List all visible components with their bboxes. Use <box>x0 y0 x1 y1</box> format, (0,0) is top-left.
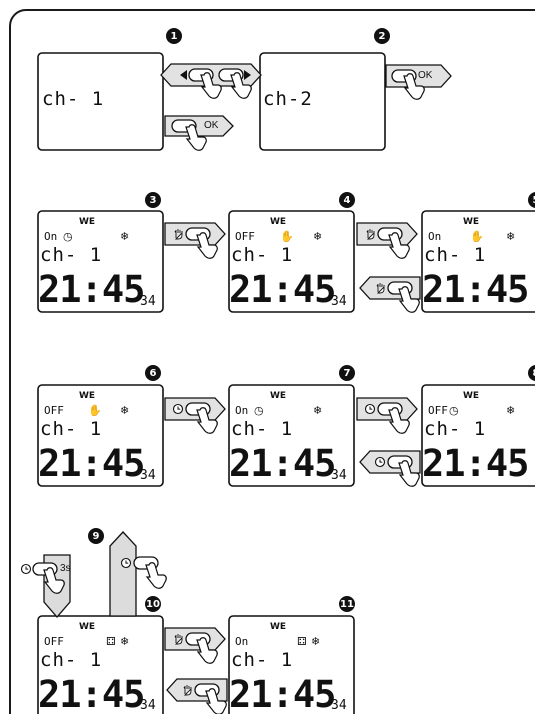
time-display: 21:45 <box>38 445 144 482</box>
clock-icon <box>22 565 31 574</box>
day-indicator: WE <box>270 217 286 227</box>
snowflake-icon: ❄ <box>120 636 129 647</box>
hand-icon: ✋ <box>280 231 294 242</box>
step-badge-7: 7 <box>339 365 355 381</box>
snowflake-icon: ❄ <box>311 636 320 647</box>
clock-arrow-6 <box>165 398 225 433</box>
status-text: OFF <box>44 635 64 648</box>
status-text: OFF <box>235 230 255 243</box>
channel-text: ch- 1 <box>40 418 102 440</box>
step-badge-9: 9 <box>88 528 104 544</box>
hand-icon: ✋ <box>88 405 102 416</box>
clock-icon: ◷ <box>63 231 73 242</box>
time-display: 21:45 <box>229 271 335 308</box>
seconds-display: 34 <box>140 698 156 713</box>
step-badge-11: 11 <box>339 596 355 612</box>
day-indicator: WE <box>79 391 95 401</box>
seconds-display: 34 <box>331 468 347 483</box>
channel-text: ch- 1 <box>231 244 293 266</box>
day-indicator: WE <box>270 391 286 401</box>
status-text: OFF <box>428 404 448 417</box>
clock-icon: ◷ <box>254 405 264 416</box>
step-badge-1: 1 <box>166 28 182 44</box>
clock-icon <box>376 458 385 467</box>
snowflake-icon: ❄ <box>120 231 129 242</box>
hold-duration-label: 3s <box>60 563 71 574</box>
seconds-display: 34 <box>331 294 347 309</box>
channel-text: ch- 1 <box>424 244 486 266</box>
channel-text: ch- 1 <box>40 244 102 266</box>
time-display: 21:45 <box>229 445 335 482</box>
holiday-icon: ⚃ <box>106 636 116 647</box>
seconds-display: 34 <box>140 468 156 483</box>
snowflake-icon: ❄ <box>313 405 322 416</box>
day-indicator: WE <box>79 622 95 632</box>
clock-arrow-7 <box>357 398 417 433</box>
step-badge-6: 6 <box>145 365 161 381</box>
status-text: On <box>235 404 248 417</box>
time-display: 21:45 <box>38 676 144 713</box>
step-badge-3: 3 <box>145 192 161 208</box>
hand-icon: ✋ <box>470 231 484 242</box>
snowflake-icon: ❄ <box>506 405 515 416</box>
seconds-display: 34 <box>140 294 156 309</box>
ok-arrow-1 <box>165 116 233 150</box>
hand-arrow-4 <box>357 223 417 258</box>
channel-text: ch- 1 <box>42 88 104 110</box>
clock-icon <box>122 559 131 568</box>
clock-icon: ◷ <box>449 405 459 416</box>
hand-arrow-back-5 <box>360 277 420 312</box>
clock-icon <box>174 405 183 414</box>
status-text: On <box>235 635 248 648</box>
time-display: 21:45 <box>38 271 144 308</box>
snowflake-icon: ❄ <box>313 231 322 242</box>
step-badge-2: 2 <box>374 28 390 44</box>
step-badge-4: 4 <box>339 192 355 208</box>
holiday-icon: ⚃ <box>297 636 307 647</box>
channel-text: ch- 1 <box>231 649 293 671</box>
time-display: 21:45 <box>422 271 528 308</box>
hand-arrow-10 <box>165 628 225 663</box>
channel-arrows-arrow <box>161 64 261 98</box>
seconds-display: 34 <box>331 698 347 713</box>
day-indicator: WE <box>463 217 479 227</box>
ok-label: OK <box>204 120 218 131</box>
clock-icon <box>366 405 375 414</box>
status-text: On <box>44 230 57 243</box>
hand-arrow-3 <box>165 223 225 258</box>
hand-arrow-back-11 <box>167 679 227 714</box>
step-badge-10: 10 <box>145 596 161 612</box>
day-indicator: WE <box>463 391 479 401</box>
day-indicator: WE <box>79 217 95 227</box>
snowflake-icon: ❄ <box>506 231 515 242</box>
time-display: 21:45 <box>229 676 335 713</box>
time-display: 21:45 <box>422 445 528 482</box>
day-indicator: WE <box>270 622 286 632</box>
channel-text: ch- 1 <box>231 418 293 440</box>
status-text: OFF <box>44 404 64 417</box>
snowflake-icon: ❄ <box>120 405 129 416</box>
status-text: On <box>428 230 441 243</box>
channel-text: ch-2 <box>263 88 313 110</box>
ok-label: OK <box>418 70 432 81</box>
clock-arrow-back-8 <box>360 451 420 486</box>
channel-text: ch- 1 <box>424 418 486 440</box>
channel-text: ch- 1 <box>40 649 102 671</box>
